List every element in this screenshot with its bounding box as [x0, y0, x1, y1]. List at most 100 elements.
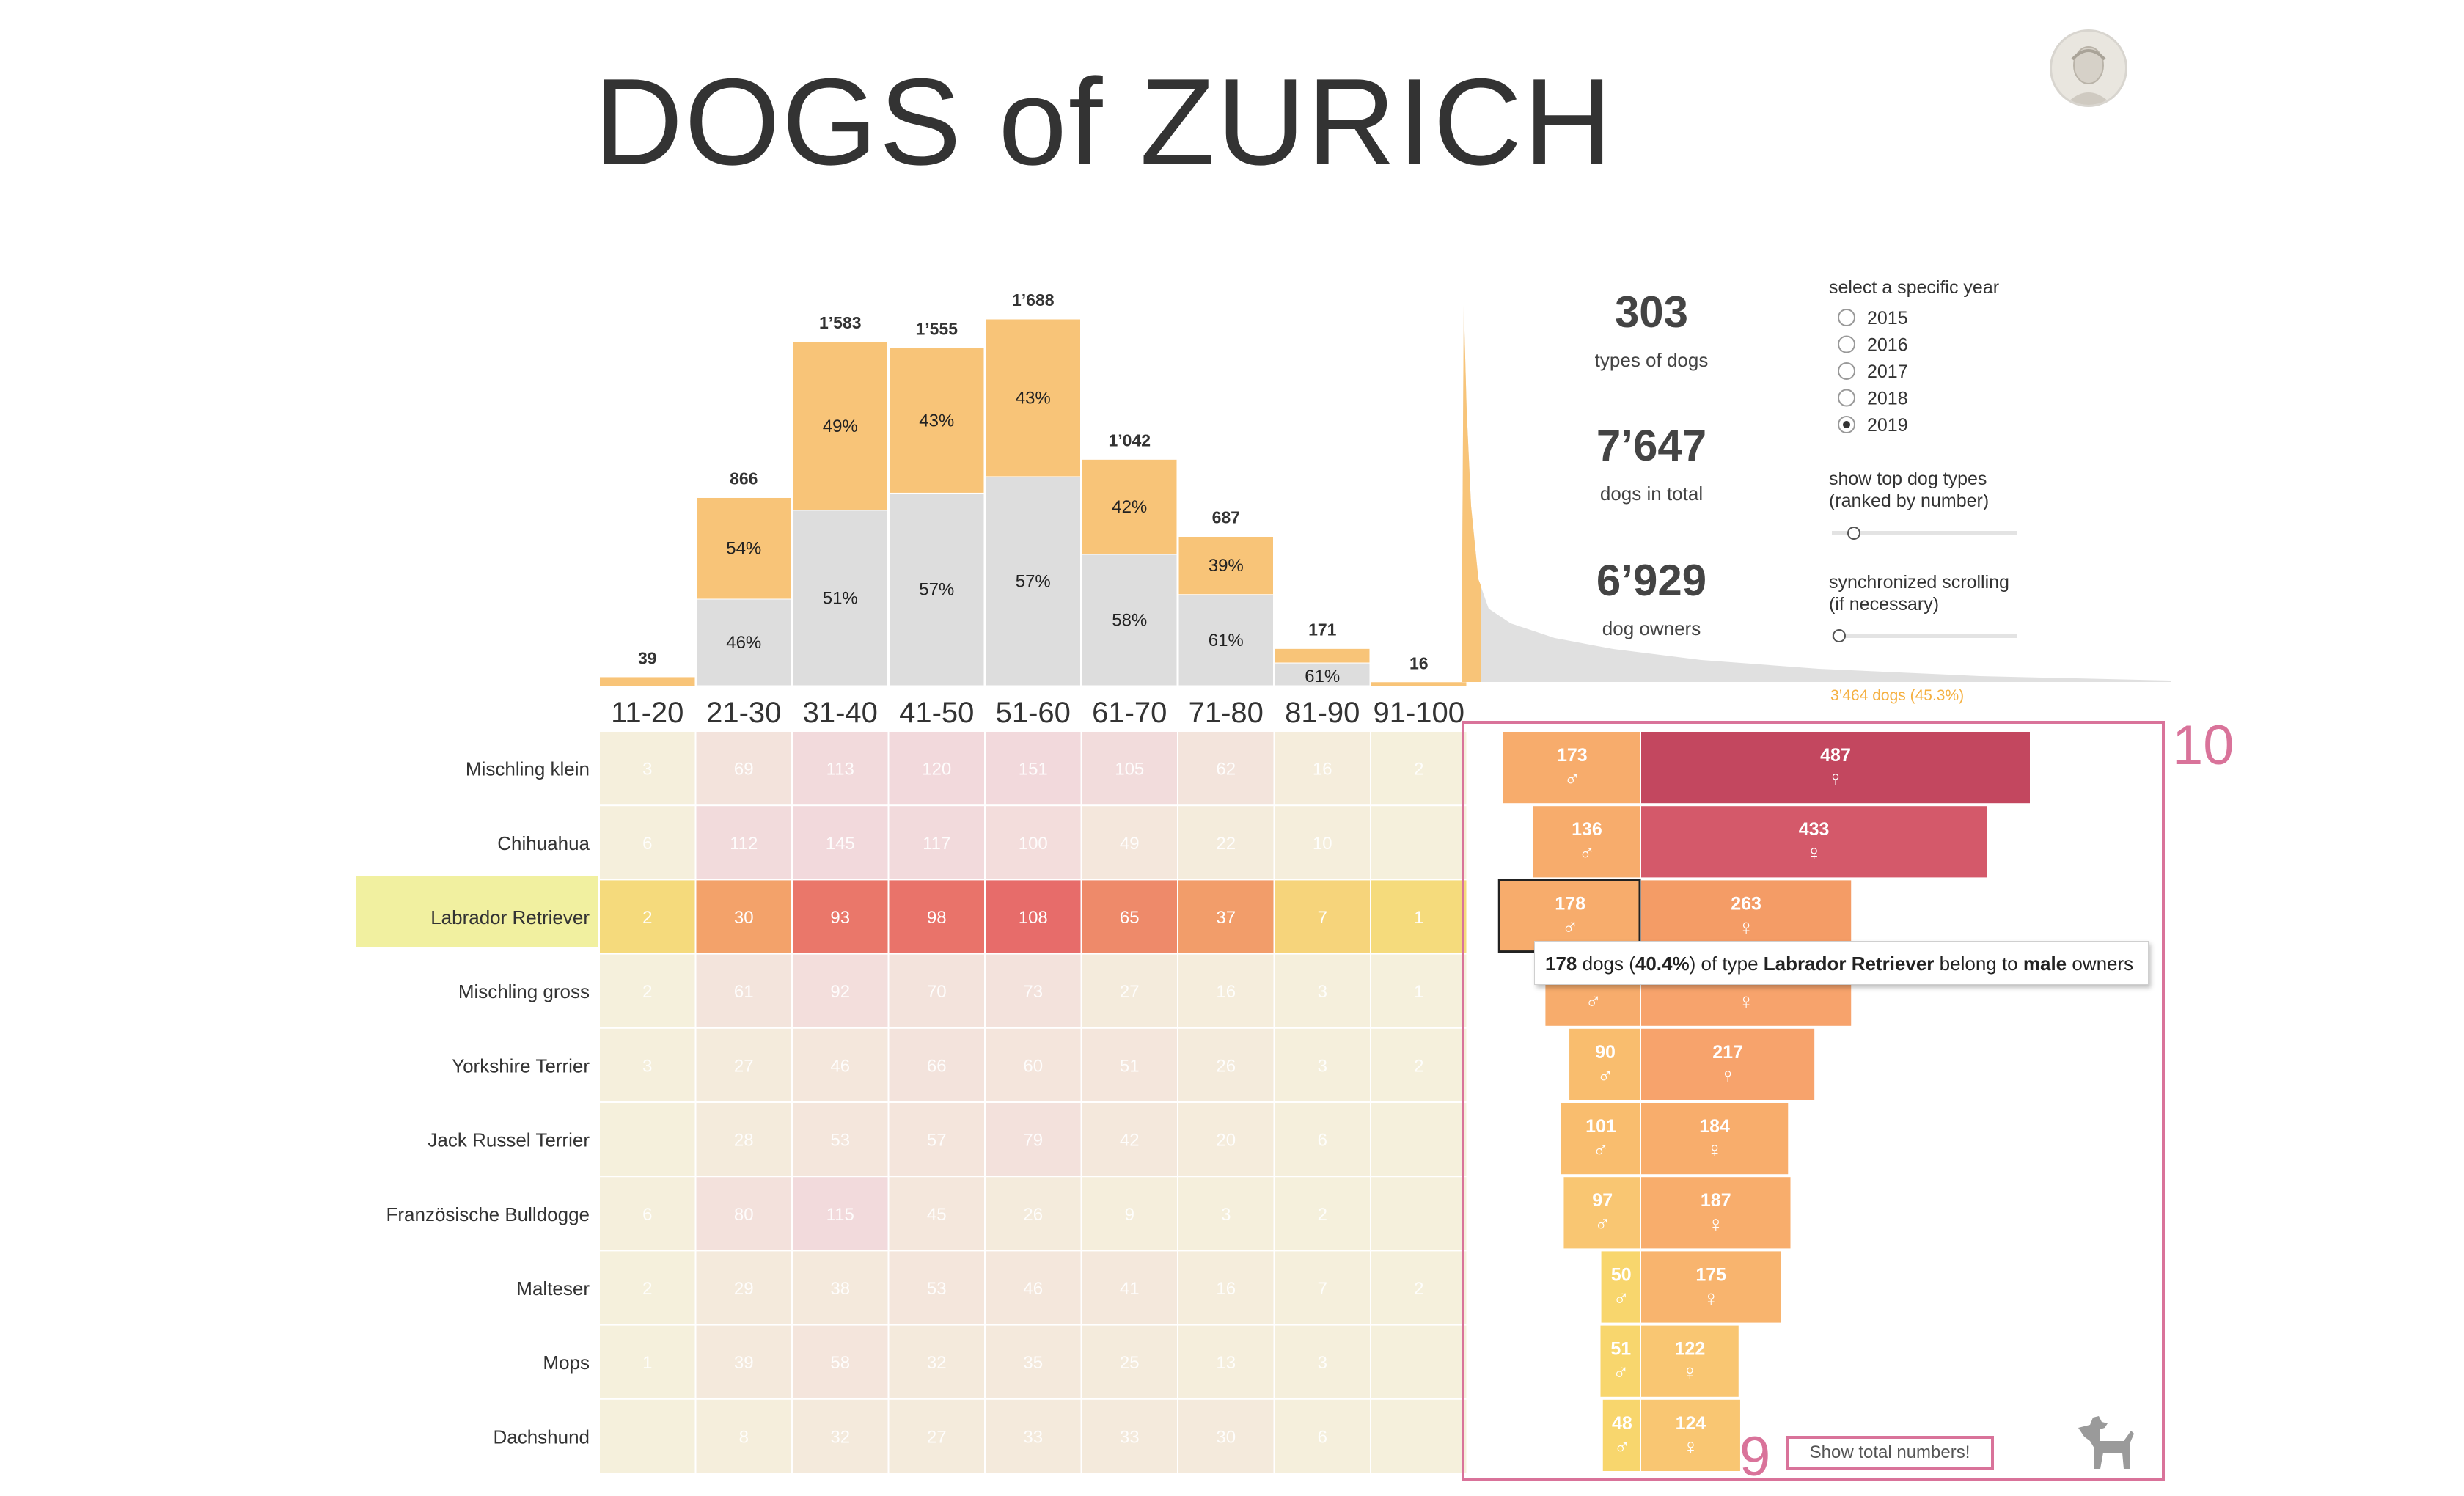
heatmap-cell[interactable]	[986, 1177, 1081, 1250]
year-radio-2015[interactable]: 2015	[1838, 308, 1908, 329]
age-bar-female[interactable]	[985, 318, 1081, 477]
heatmap-cell[interactable]	[600, 1028, 695, 1101]
age-bar-male[interactable]	[1082, 554, 1178, 686]
age-bar-male[interactable]	[889, 492, 985, 686]
heatmap-cell[interactable]	[1178, 1399, 1274, 1473]
heatmap-cell[interactable]	[793, 1251, 888, 1324]
age-bar-female[interactable]	[889, 347, 985, 494]
heatmap-cell[interactable]	[600, 1103, 695, 1176]
heatmap-cell[interactable]	[1082, 1399, 1178, 1473]
age-bar-female[interactable]	[1178, 536, 1274, 595]
heatmap-cell[interactable]	[889, 1028, 985, 1101]
heatmap-cell[interactable]	[1371, 1103, 1467, 1176]
breed-row-label[interactable]: Malteser	[516, 1277, 590, 1299]
breed-row-label[interactable]: Mischling klein	[466, 758, 590, 780]
heatmap-cell[interactable]	[793, 880, 888, 953]
age-bar-female[interactable]	[1275, 648, 1371, 664]
heatmap-cell[interactable]	[1275, 1177, 1371, 1250]
heatmap-cell[interactable]	[793, 732, 888, 805]
heatmap-cell[interactable]	[1371, 1325, 1467, 1398]
age-bar-segment[interactable]	[600, 677, 695, 686]
gender-bar-female[interactable]	[1641, 732, 2030, 804]
year-radio-2016[interactable]: 2016	[1838, 335, 1908, 356]
heatmap-cell[interactable]	[986, 954, 1081, 1027]
heatmap-cell[interactable]	[1275, 954, 1371, 1027]
heatmap-cell[interactable]	[696, 806, 792, 879]
heatmap-cell[interactable]	[1371, 1028, 1467, 1101]
heatmap-cell[interactable]	[986, 880, 1081, 953]
age-bar-male[interactable]	[1275, 662, 1371, 686]
heatmap-cell[interactable]	[1371, 732, 1467, 805]
heatmap-cell[interactable]	[1371, 806, 1467, 879]
top-types-slider-handle[interactable]	[1847, 527, 1860, 540]
heatmap-cell[interactable]	[696, 1103, 792, 1176]
heatmap-cell[interactable]	[1178, 954, 1274, 1027]
heatmap-cell[interactable]	[793, 1399, 888, 1473]
radio-circle[interactable]	[1838, 389, 1855, 407]
heatmap-cell[interactable]	[1275, 1399, 1371, 1473]
heatmap-cell[interactable]	[889, 1103, 985, 1176]
heatmap-cell[interactable]	[600, 806, 695, 879]
heatmap-cell[interactable]	[889, 806, 985, 879]
breed-row-label[interactable]: Jack Russel Terrier	[428, 1129, 590, 1151]
heatmap-cell[interactable]	[696, 1325, 792, 1398]
gender-bar-male[interactable]	[1602, 1399, 1640, 1471]
year-radio-2019[interactable]: 2019	[1838, 415, 1908, 436]
heatmap-cell[interactable]	[889, 880, 985, 953]
heatmap-cell[interactable]	[1082, 1325, 1178, 1398]
heatmap-cell[interactable]	[696, 954, 792, 1027]
heatmap-cell[interactable]	[1275, 880, 1371, 953]
age-bar-segment[interactable]	[1371, 682, 1467, 686]
heatmap-cell[interactable]	[696, 1028, 792, 1101]
heatmap-cell[interactable]	[1082, 954, 1178, 1027]
gender-bar-male[interactable]	[1601, 1251, 1640, 1323]
breed-row-label[interactable]: Mischling gross	[458, 980, 590, 1002]
heatmap-cell[interactable]	[889, 732, 985, 805]
heatmap-cell[interactable]	[1371, 1177, 1467, 1250]
heatmap-cell[interactable]	[1371, 1251, 1467, 1324]
breed-row-label[interactable]: Yorkshire Terrier	[452, 1055, 590, 1077]
heatmap-cell[interactable]	[1371, 880, 1467, 953]
breed-row-label[interactable]: Labrador Retriever	[430, 906, 590, 928]
heatmap-cell[interactable]	[1178, 732, 1274, 805]
heatmap-cell[interactable]	[1275, 732, 1371, 805]
heatmap-cell[interactable]	[793, 1177, 888, 1250]
heatmap-cell[interactable]	[986, 1325, 1081, 1398]
heatmap-cell[interactable]	[696, 1177, 792, 1250]
heatmap-cell[interactable]	[986, 732, 1081, 805]
heatmap-cell[interactable]	[986, 1103, 1081, 1176]
heatmap-cell[interactable]	[1082, 1251, 1178, 1324]
heatmap-cell[interactable]	[696, 880, 792, 953]
heatmap-cell[interactable]	[1275, 1325, 1371, 1398]
heatmap-cell[interactable]	[600, 1325, 695, 1398]
gender-bar-male[interactable]	[1503, 732, 1640, 804]
gender-bar-female[interactable]	[1641, 1103, 1789, 1175]
radio-circle[interactable]	[1838, 335, 1855, 353]
heatmap-cell[interactable]	[696, 1399, 792, 1473]
heatmap-cell[interactable]	[793, 1325, 888, 1398]
year-radio-2018[interactable]: 2018	[1838, 389, 1908, 409]
heatmap-cell[interactable]	[600, 954, 695, 1027]
heatmap-cell[interactable]	[889, 954, 985, 1027]
dog-icon[interactable]	[2078, 1416, 2134, 1469]
heatmap-cell[interactable]	[986, 1028, 1081, 1101]
heatmap-cell[interactable]	[1275, 1103, 1371, 1176]
gender-bar-female[interactable]	[1641, 1251, 1781, 1323]
heatmap-cell[interactable]	[1178, 806, 1274, 879]
heatmap-cell[interactable]	[696, 732, 792, 805]
heatmap-cell[interactable]	[696, 1251, 792, 1324]
age-bar-female[interactable]	[1082, 458, 1178, 555]
heatmap-cell[interactable]	[1275, 1028, 1371, 1101]
age-bar-female[interactable]	[696, 496, 792, 600]
gender-bar-male[interactable]	[1532, 806, 1640, 878]
heatmap-cell[interactable]	[1371, 954, 1467, 1027]
heatmap-cell[interactable]	[889, 1325, 985, 1398]
heatmap-cell[interactable]	[600, 880, 695, 953]
heatmap-cell[interactable]	[600, 1177, 695, 1250]
heatmap-cell[interactable]	[600, 1251, 695, 1324]
heatmap-cell[interactable]	[1082, 1028, 1178, 1101]
age-bar-female[interactable]	[792, 341, 888, 511]
heatmap-cell[interactable]	[889, 1399, 985, 1473]
heatmap-cell[interactable]	[1371, 1399, 1467, 1473]
breed-row-label[interactable]: Französische Bulldogge	[386, 1203, 590, 1225]
